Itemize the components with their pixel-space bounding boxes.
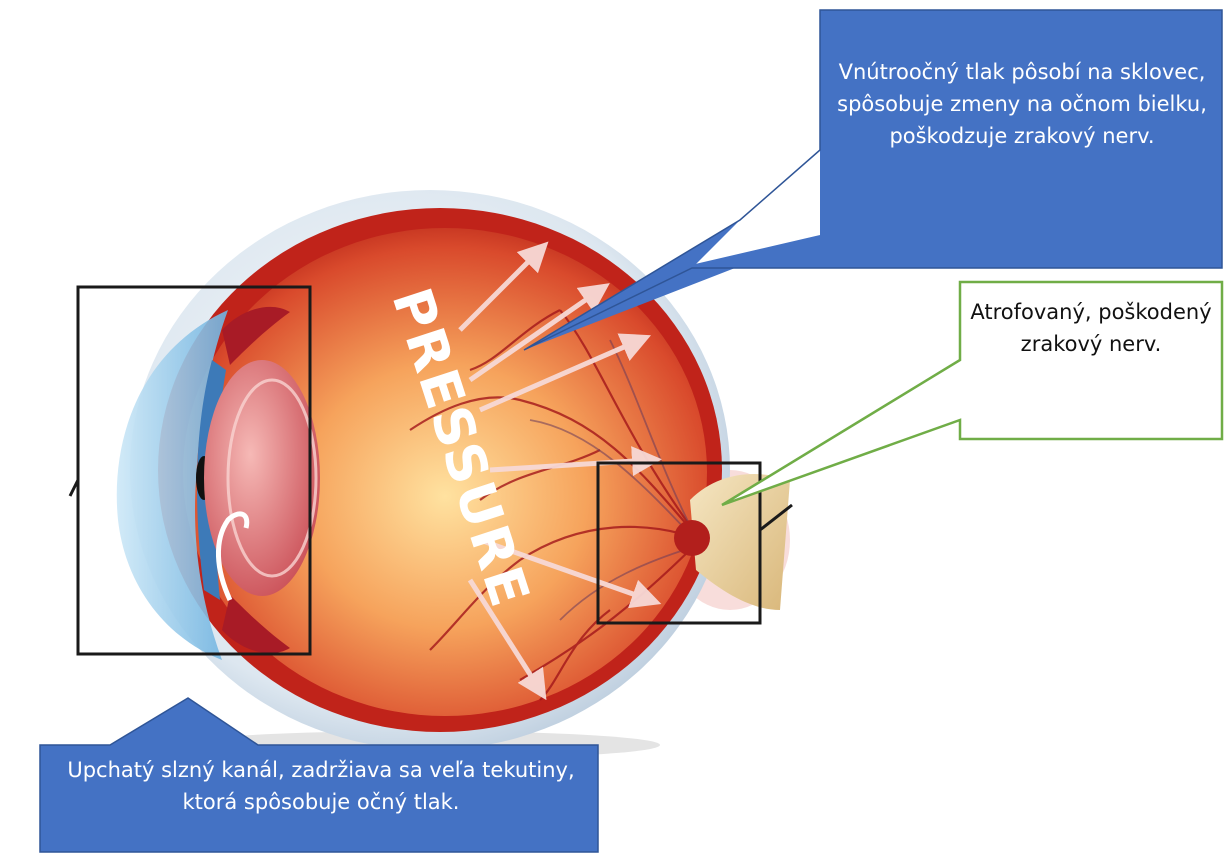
top-callout-text: Vnútroočný tlak pôsobí na sklovec, spôso… <box>824 56 1220 152</box>
right-callout-text: Atrofovaný, poškodený zrakový nerv. <box>960 296 1222 360</box>
lens <box>204 360 320 596</box>
bottom-callout-text: Upchatý slzný kanál, zadržiava sa veľa t… <box>44 754 598 818</box>
optic-disc <box>674 520 710 556</box>
